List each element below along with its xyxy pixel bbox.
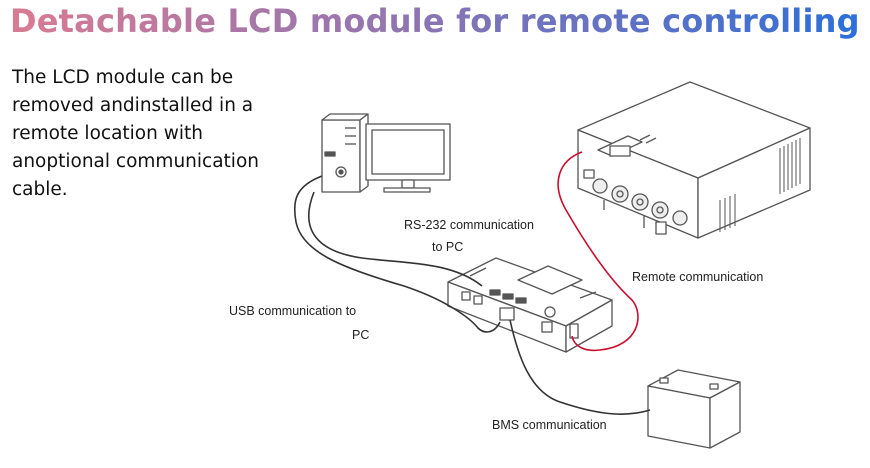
description-line: The LCD module can be <box>12 67 234 88</box>
description-line: remote location with <box>12 123 203 144</box>
page-title-text: Detachable LCD module for remote control… <box>10 2 860 40</box>
usb-cable <box>293 175 501 333</box>
description: The LCD module can be removed andinstall… <box>12 64 292 204</box>
lcd-module-icon <box>447 257 613 353</box>
usb-label-line2: PC <box>352 328 370 342</box>
desktop-pc-icon <box>321 113 369 193</box>
bms-cable <box>509 319 651 415</box>
rs232-cable <box>308 191 483 287</box>
rs232-label: RS-232 communication <box>404 218 534 232</box>
inverter-icon <box>577 81 811 239</box>
description-line: removed andinstalled in a <box>12 95 254 116</box>
rs232-label-line2: to PC <box>432 240 464 254</box>
monitor-icon <box>365 123 451 193</box>
remote-cable <box>557 151 639 352</box>
description-line: anoptional communication <box>12 151 259 172</box>
remote-label: Remote communication <box>632 270 764 284</box>
page-title: Detachable LCD module for remote control… <box>10 2 860 40</box>
usb-label: USB communication to <box>229 304 357 318</box>
battery-icon <box>647 369 741 449</box>
bms-label: BMS communication <box>492 418 607 432</box>
description-line: cable. <box>12 179 68 200</box>
